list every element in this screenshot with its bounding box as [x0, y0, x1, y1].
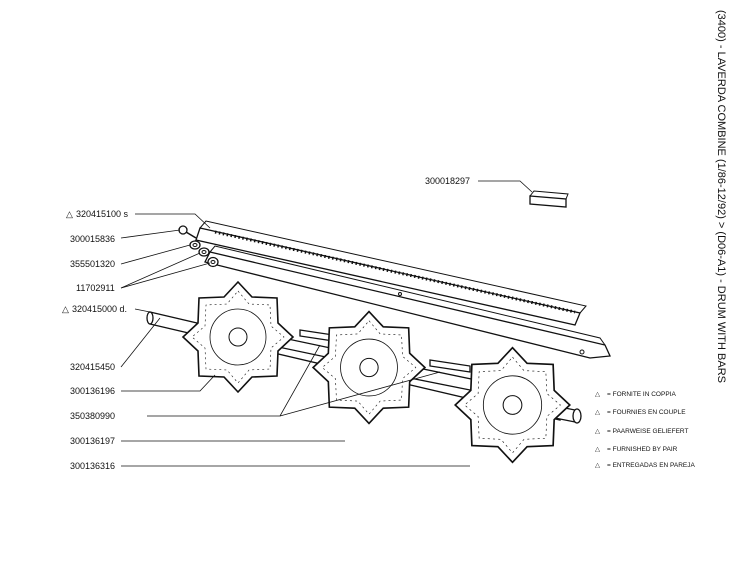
- part-label: 300015836: [70, 234, 115, 244]
- legend-text: = FOURNIES EN COUPLE: [607, 409, 686, 416]
- legend-symbol: △: [595, 428, 601, 435]
- rasp-bar: [195, 220, 611, 359]
- bolt-and-washers: [178, 225, 219, 268]
- part-mark: △: [66, 209, 73, 219]
- part-label: 320415100 s: [76, 209, 129, 219]
- leader-lines: [120, 180, 533, 467]
- legend-text: = FURNISHED BY PAIR: [607, 446, 678, 453]
- legend-text: = FORNITE IN COPPIA: [607, 391, 676, 398]
- legend-symbol: △: [595, 462, 601, 469]
- page-title: (3400) - LAVERDA COMBINE (1/86-12/92) > …: [715, 10, 727, 383]
- small-plate: [529, 190, 569, 208]
- part-label: 300136197: [70, 436, 115, 446]
- part-mark: △: [62, 304, 69, 314]
- part-label: 300018297: [425, 176, 470, 186]
- part-label: 300136196: [70, 386, 115, 396]
- part-labels: 300018297 △ 320415100 s 300015836 355501…: [62, 176, 470, 471]
- legend-symbol: △: [595, 409, 601, 416]
- part-label: 11702911: [76, 283, 115, 293]
- part-label: 355501320: [70, 259, 115, 269]
- part-label: 300136316: [70, 461, 115, 471]
- part-label: 320415450: [70, 362, 115, 372]
- drum-disc-1: [182, 281, 294, 393]
- drum-disc-2: [312, 310, 426, 425]
- legend: △ = FORNITE IN COPPIA △ = FOURNIES EN CO…: [595, 391, 695, 469]
- legend-text: = ENTREGADAS EN PAREJA: [607, 462, 695, 469]
- drum-disc-3: [454, 346, 571, 464]
- part-label: 320415000 d.: [72, 304, 127, 314]
- legend-symbol: △: [595, 391, 601, 398]
- legend-symbol: △: [595, 446, 601, 453]
- legend-text: = PAARWEISE GELIEFERT: [607, 428, 688, 435]
- part-label: 350380990: [70, 411, 115, 421]
